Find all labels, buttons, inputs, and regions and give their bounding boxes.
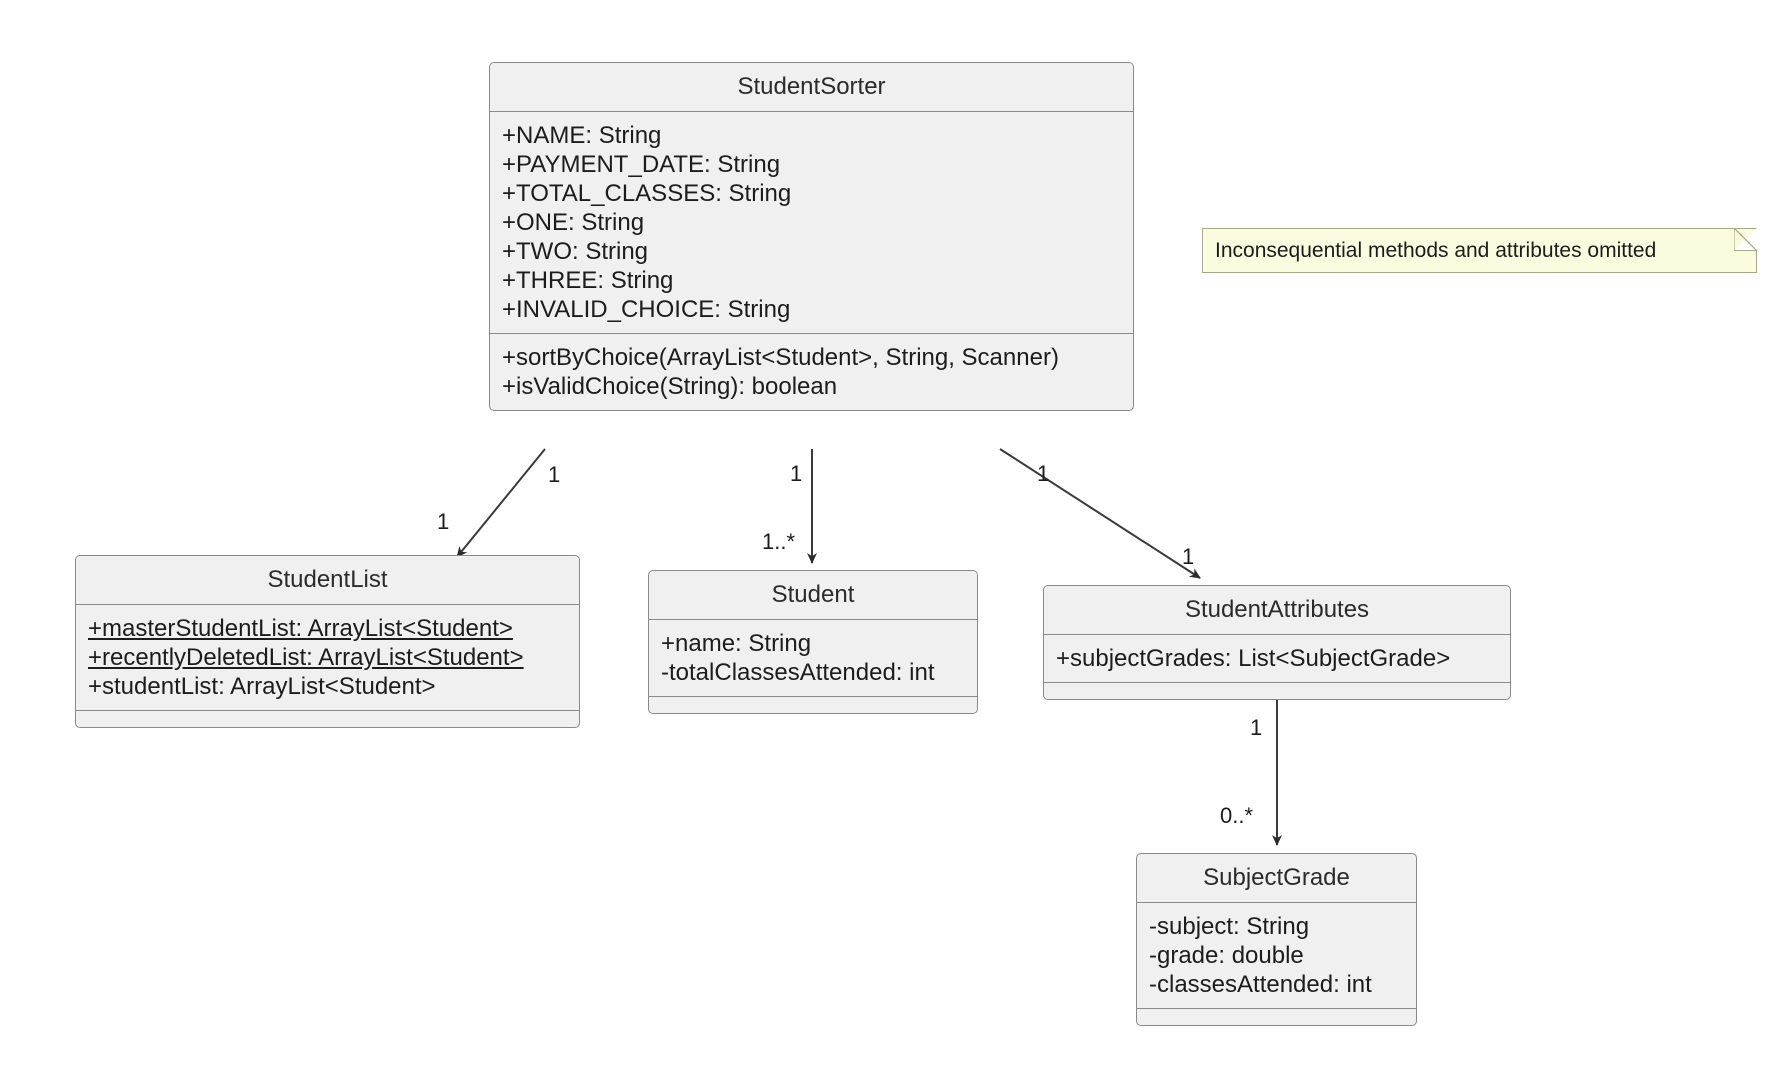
methods-compartment-student-sorter: +sortByChoice(ArrayList<Student>, String… (490, 334, 1133, 410)
note-inconsequential-omitted: Inconsequential methods and attributes o… (1202, 228, 1757, 273)
methods-compartment-student-list (76, 711, 579, 727)
association-sorter-to-studentattributes (999, 448, 1201, 579)
attributes-compartment-student-list: +masterStudentList: ArrayList<Student> +… (76, 605, 579, 710)
note-text: Inconsequential methods and attributes o… (1215, 239, 1657, 262)
attributes-compartment-student-attributes: +subjectGrades: List<SubjectGrade> (1044, 635, 1510, 682)
method-row: +isValidChoice(String): boolean (502, 373, 838, 400)
multiplicity-sorter-to-studentattributes-source: 1 (1037, 461, 1050, 486)
compartment-divider (76, 710, 579, 711)
attribute-row: +ONE: String (502, 209, 645, 236)
class-box-subject-grade[interactable]: SubjectGrade -subject: String -grade: do… (1136, 853, 1417, 1026)
class-box-student-attributes[interactable]: StudentAttributes +subjectGrades: List<S… (1043, 585, 1511, 700)
attribute-row: +name: String (661, 630, 812, 657)
method-row: +sortByChoice(ArrayList<Student>, String… (502, 344, 1059, 371)
class-name-student: Student (771, 581, 855, 608)
multiplicity-studentattributes-to-subjectgrade-source: 1 (1250, 715, 1263, 740)
methods-compartment-subject-grade (1137, 1009, 1416, 1025)
compartment-divider (1137, 1008, 1416, 1009)
multiplicity-sorter-to-studentattributes-target: 1 (1182, 544, 1195, 569)
compartment-divider (1044, 682, 1510, 683)
multiplicity-sorter-to-studentlist-target: 1 (437, 509, 450, 534)
attribute-row: +subjectGrades: List<SubjectGrade> (1056, 645, 1451, 672)
class-box-student-sorter[interactable]: StudentSorter +NAME: String +PAYMENT_DAT… (489, 62, 1134, 411)
multiplicity-sorter-to-student-source: 1 (790, 461, 803, 486)
methods-compartment-student (649, 697, 977, 713)
compartment-divider (649, 619, 977, 620)
attribute-row: +THREE: String (502, 267, 674, 294)
class-box-student-list[interactable]: StudentList +masterStudentList: ArrayLis… (75, 555, 580, 728)
attribute-row: +PAYMENT_DATE: String (502, 151, 781, 178)
attribute-row: -classesAttended: int (1149, 971, 1372, 998)
class-name-student-attributes: StudentAttributes (1184, 596, 1370, 623)
compartment-divider (1137, 902, 1416, 903)
attribute-row: -grade: double (1149, 942, 1304, 969)
attribute-row: -totalClassesAttended: int (661, 659, 935, 686)
compartment-divider (76, 604, 579, 605)
multiplicity-studentattributes-to-subjectgrade-target: 0..* (1220, 803, 1254, 828)
multiplicity-sorter-to-student-target: 1..* (762, 529, 796, 554)
compartment-divider (490, 333, 1133, 334)
attribute-row: +recentlyDeletedList: ArrayList<Student> (88, 644, 524, 671)
methods-compartment-student-attributes (1044, 683, 1510, 699)
class-name-student-list: StudentList (267, 566, 388, 593)
multiplicity-sorter-to-studentlist-source: 1 (548, 462, 561, 487)
attribute-row: +TOTAL_CLASSES: String (502, 180, 792, 207)
attribute-row: +TWO: String (502, 238, 649, 265)
attributes-compartment-subject-grade: -subject: String -grade: double -classes… (1137, 903, 1416, 1008)
note-fold-corner-icon (1734, 228, 1757, 251)
attribute-row: +studentList: ArrayList<Student> (88, 673, 436, 700)
attribute-row: +NAME: String (502, 122, 662, 149)
class-name-student-sorter: StudentSorter (737, 73, 886, 100)
attribute-row: -subject: String (1149, 913, 1310, 940)
compartment-divider (649, 696, 977, 697)
compartment-divider (1044, 634, 1510, 635)
attribute-row: +masterStudentList: ArrayList<Student> (88, 615, 513, 642)
compartment-divider (490, 111, 1133, 112)
class-box-student[interactable]: Student +name: String -totalClassesAtten… (648, 570, 978, 714)
association-sorter-to-studentlist (456, 448, 546, 558)
attributes-compartment-student-sorter: +NAME: String +PAYMENT_DATE: String +TOT… (490, 112, 1133, 333)
attributes-compartment-student: +name: String -totalClassesAttended: int (649, 620, 977, 696)
class-name-subject-grade: SubjectGrade (1203, 864, 1350, 891)
attribute-row: +INVALID_CHOICE: String (502, 296, 791, 323)
